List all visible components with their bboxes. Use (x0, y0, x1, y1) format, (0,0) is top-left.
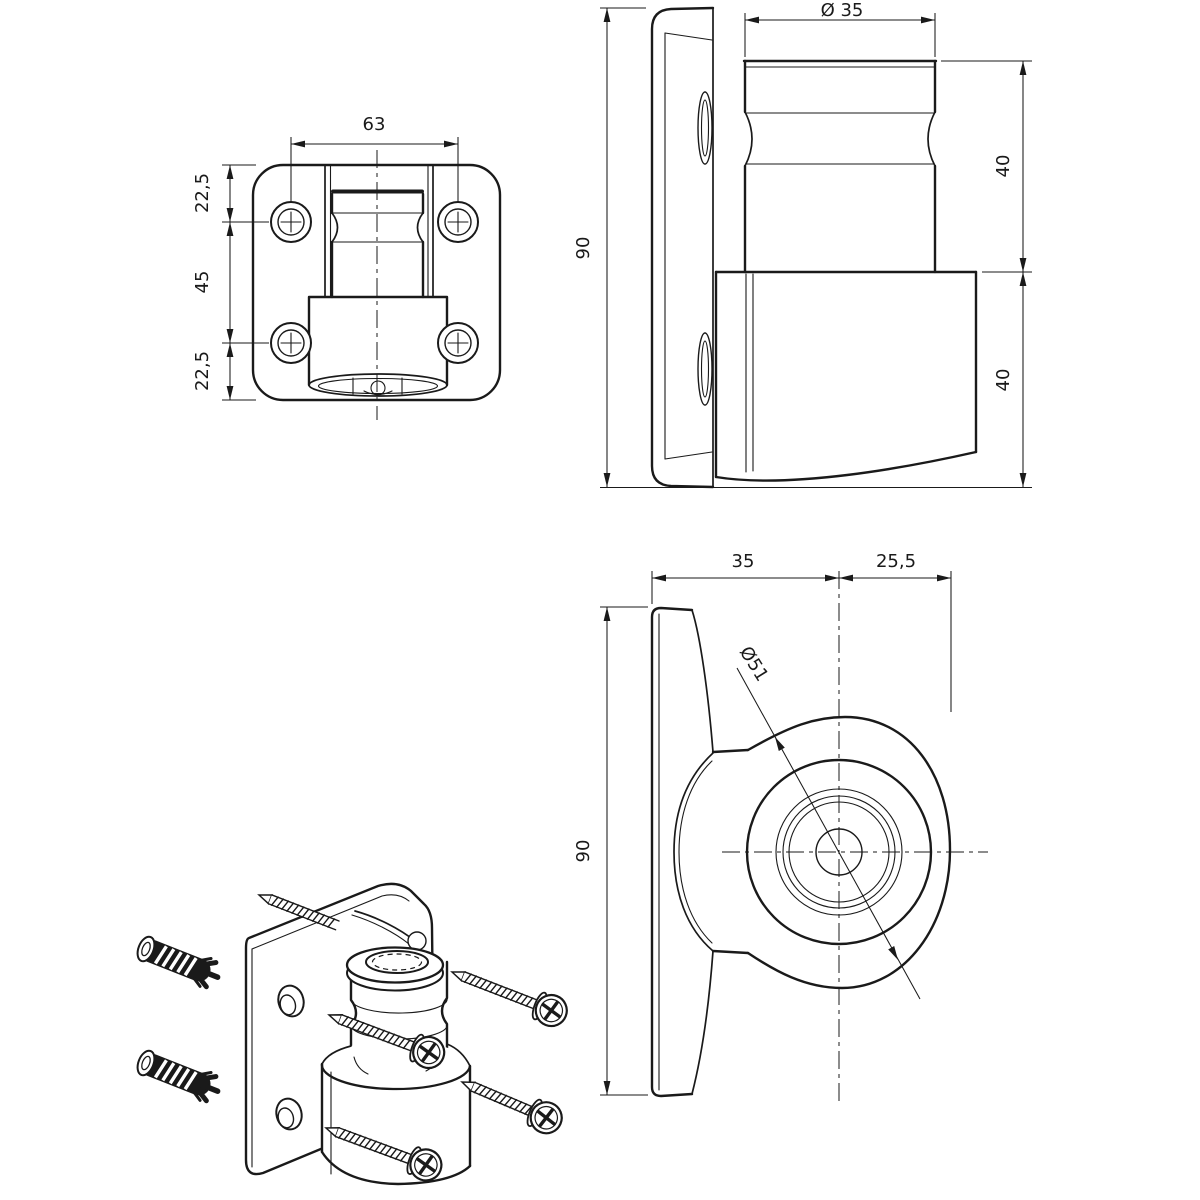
dim-dia35-label: Ø 35 (821, 0, 864, 21)
exploded-screw-lower-right (454, 1066, 569, 1140)
front-hole-bottom-right (437, 322, 479, 364)
exploded-plate-hole-top (277, 984, 305, 1018)
front-clamp-body (307, 295, 449, 397)
dim-45-label: 45 (192, 271, 213, 294)
dimension-90-side: 90 (573, 7, 1032, 489)
dimension-dia-35: Ø 35 (744, 0, 936, 57)
side-spigot (742, 59, 938, 274)
dim-90-side-label: 90 (573, 237, 594, 260)
dim-90-rear-label: 90 (573, 840, 594, 863)
dimension-dia-51: Ø51 (735, 643, 921, 1000)
dim-22-5-bottom-label: 22,5 (192, 351, 213, 391)
side-plate (650, 6, 715, 489)
exploded-wall-anchor-top (134, 932, 224, 991)
dim-63-label: 63 (363, 114, 386, 135)
dim-dia51-label: Ø51 (735, 643, 772, 686)
exploded-rubber-insert (345, 946, 449, 1061)
dimension-35-25-5: 35 25,5 (651, 551, 952, 712)
front-hole-bottom-left (270, 322, 312, 364)
rear-clamp-outline (711, 715, 952, 990)
front-hole-top-left (270, 201, 312, 243)
dim-22-5-top-label: 22,5 (192, 173, 213, 213)
side-clamp-body (714, 270, 978, 482)
side-view: Ø 35 90 40 40 (573, 0, 1032, 489)
front-hole-top-right (437, 201, 479, 243)
front-view: 63 22,5 45 22,5 (192, 114, 502, 420)
exploded-screw-top (257, 894, 340, 931)
dim-40-lower-label: 40 (993, 369, 1014, 392)
rear-view: Ø51 35 25,5 90 (573, 551, 988, 1102)
dim-40-upper-label: 40 (993, 155, 1014, 178)
front-clamp-column (330, 189, 425, 299)
rear-ball-silhouette (673, 752, 714, 952)
exploded-plate-hole-bottom (275, 1097, 303, 1131)
dimension-40-40: 40 40 (941, 60, 1032, 487)
rear-plate (650, 606, 714, 1098)
dimension-90-rear: 90 (573, 606, 648, 1096)
exploded-screw-upper-right (444, 955, 574, 1033)
dimension-63: 63 (290, 114, 459, 203)
dimension-chain-left: 22,5 45 22,5 (192, 164, 269, 401)
dim-35-label: 35 (732, 551, 755, 572)
exploded-view (134, 882, 574, 1187)
exploded-clamp-cylinder (320, 1040, 472, 1186)
exploded-wall-anchor-bottom (134, 1046, 224, 1105)
dim-25-5-label: 25,5 (876, 551, 916, 572)
